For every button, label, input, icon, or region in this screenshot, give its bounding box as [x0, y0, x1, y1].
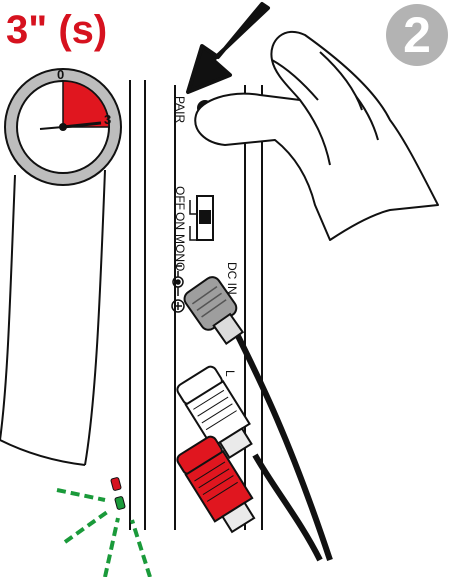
- rca-plug-white: [176, 365, 323, 562]
- pair-label: PAIR: [173, 96, 187, 123]
- timer-elapsed-wedge: [62, 80, 110, 128]
- rca-plug-red: [176, 435, 256, 534]
- hand-illustration: [194, 30, 439, 241]
- device-outline: [0, 169, 106, 466]
- device-side-panel: [129, 80, 263, 530]
- l-label: L: [223, 370, 237, 377]
- polarity-icon: [171, 265, 185, 313]
- press-arrow-icon: [186, 2, 270, 94]
- switch-off-label: OFF: [173, 186, 187, 210]
- duration-headline: 3" (s): [6, 8, 108, 52]
- dc-in-label: DC IN: [225, 262, 239, 295]
- mode-switch[interactable]: [189, 195, 214, 241]
- timer-dial: 0 3: [4, 67, 122, 186]
- timer-start-label: 0: [57, 67, 64, 82]
- blink-rays: [56, 488, 152, 578]
- switch-mono-label: MONO: [173, 234, 187, 271]
- timer-end-label: 3: [104, 112, 111, 127]
- switch-on-label: ON: [173, 212, 187, 230]
- step-number-badge: 2: [386, 4, 448, 66]
- status-leds: [110, 477, 126, 510]
- dc-plug: [183, 276, 333, 561]
